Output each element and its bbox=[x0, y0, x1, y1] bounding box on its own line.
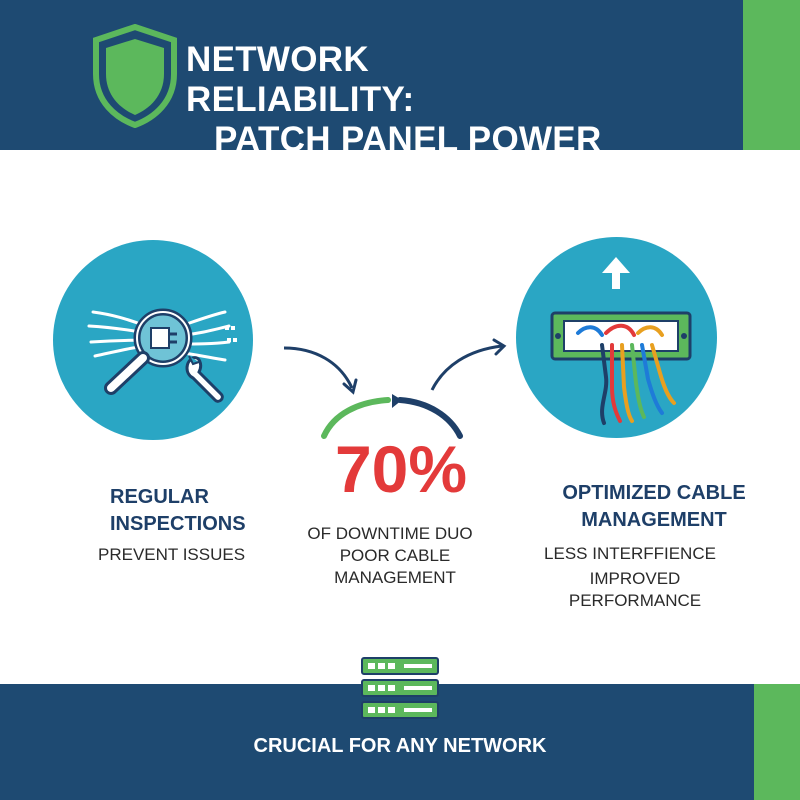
inspection-subtext: PREVENT ISSUES bbox=[98, 545, 246, 564]
arrow-to-cable-icon bbox=[430, 338, 507, 391]
header-accent-stripe bbox=[743, 0, 800, 150]
progress-arc-icon bbox=[321, 394, 463, 439]
magnifier-wrench-icon bbox=[87, 308, 237, 403]
inspection-heading: REGULAR INSPECTIONS bbox=[110, 484, 250, 538]
arrow-to-stat-icon bbox=[283, 346, 358, 395]
inspection-heading-line-2: INSPECTIONS bbox=[110, 513, 246, 535]
downtime-stat-value: 70% bbox=[334, 432, 468, 506]
cable-subtext-line-1: LESS INTERFFIENCE bbox=[544, 544, 716, 563]
page-title: NETWORK RELIABILITY: PATCH PANEL POWER bbox=[186, 40, 606, 160]
cable-management-heading: OPTIMIZED CABLE MANAGEMENT bbox=[534, 480, 774, 534]
stat-caption-line-2: POOR CABLE MANAGEMENT bbox=[334, 546, 456, 587]
cable-heading-line-2: MANAGEMENT bbox=[581, 509, 727, 531]
inspection-heading-line-1: REGULAR bbox=[110, 486, 209, 508]
server-rack-icon bbox=[361, 657, 439, 719]
title-line-1: NETWORK RELIABILITY: bbox=[186, 40, 415, 119]
stat-caption-line-1: OF DOWNTIME DUO bbox=[307, 524, 473, 543]
cable-subtext-line-2: IMPROVED PERFORMANCE bbox=[568, 569, 702, 610]
cable-heading-line-1: OPTIMIZED CABLE bbox=[562, 482, 746, 504]
title-line-2: PATCH PANEL POWER bbox=[214, 120, 602, 159]
patch-panel-icon bbox=[550, 257, 692, 425]
shield-icon bbox=[93, 24, 177, 128]
footer-accent-stripe bbox=[754, 684, 800, 800]
footer-tagline: CRUCIAL FOR ANY NETWORK bbox=[253, 735, 547, 757]
